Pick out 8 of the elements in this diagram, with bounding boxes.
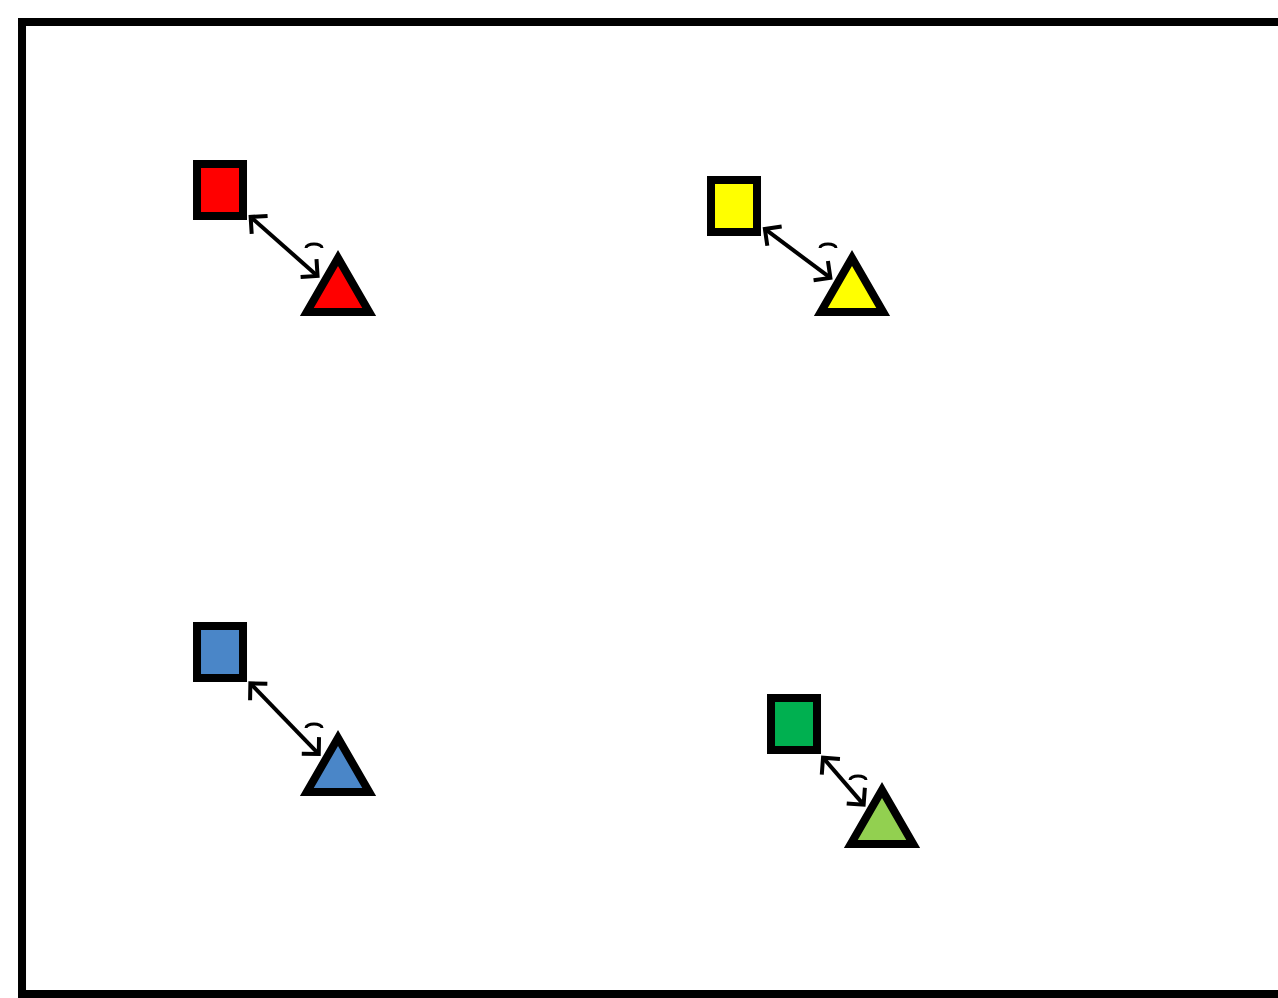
arrow bbox=[762, 224, 833, 283]
square bbox=[707, 176, 761, 236]
square bbox=[767, 694, 821, 754]
square bbox=[193, 160, 247, 220]
square bbox=[193, 622, 247, 682]
arrow bbox=[819, 755, 867, 807]
arrow bbox=[248, 213, 320, 279]
arrow bbox=[248, 681, 322, 757]
